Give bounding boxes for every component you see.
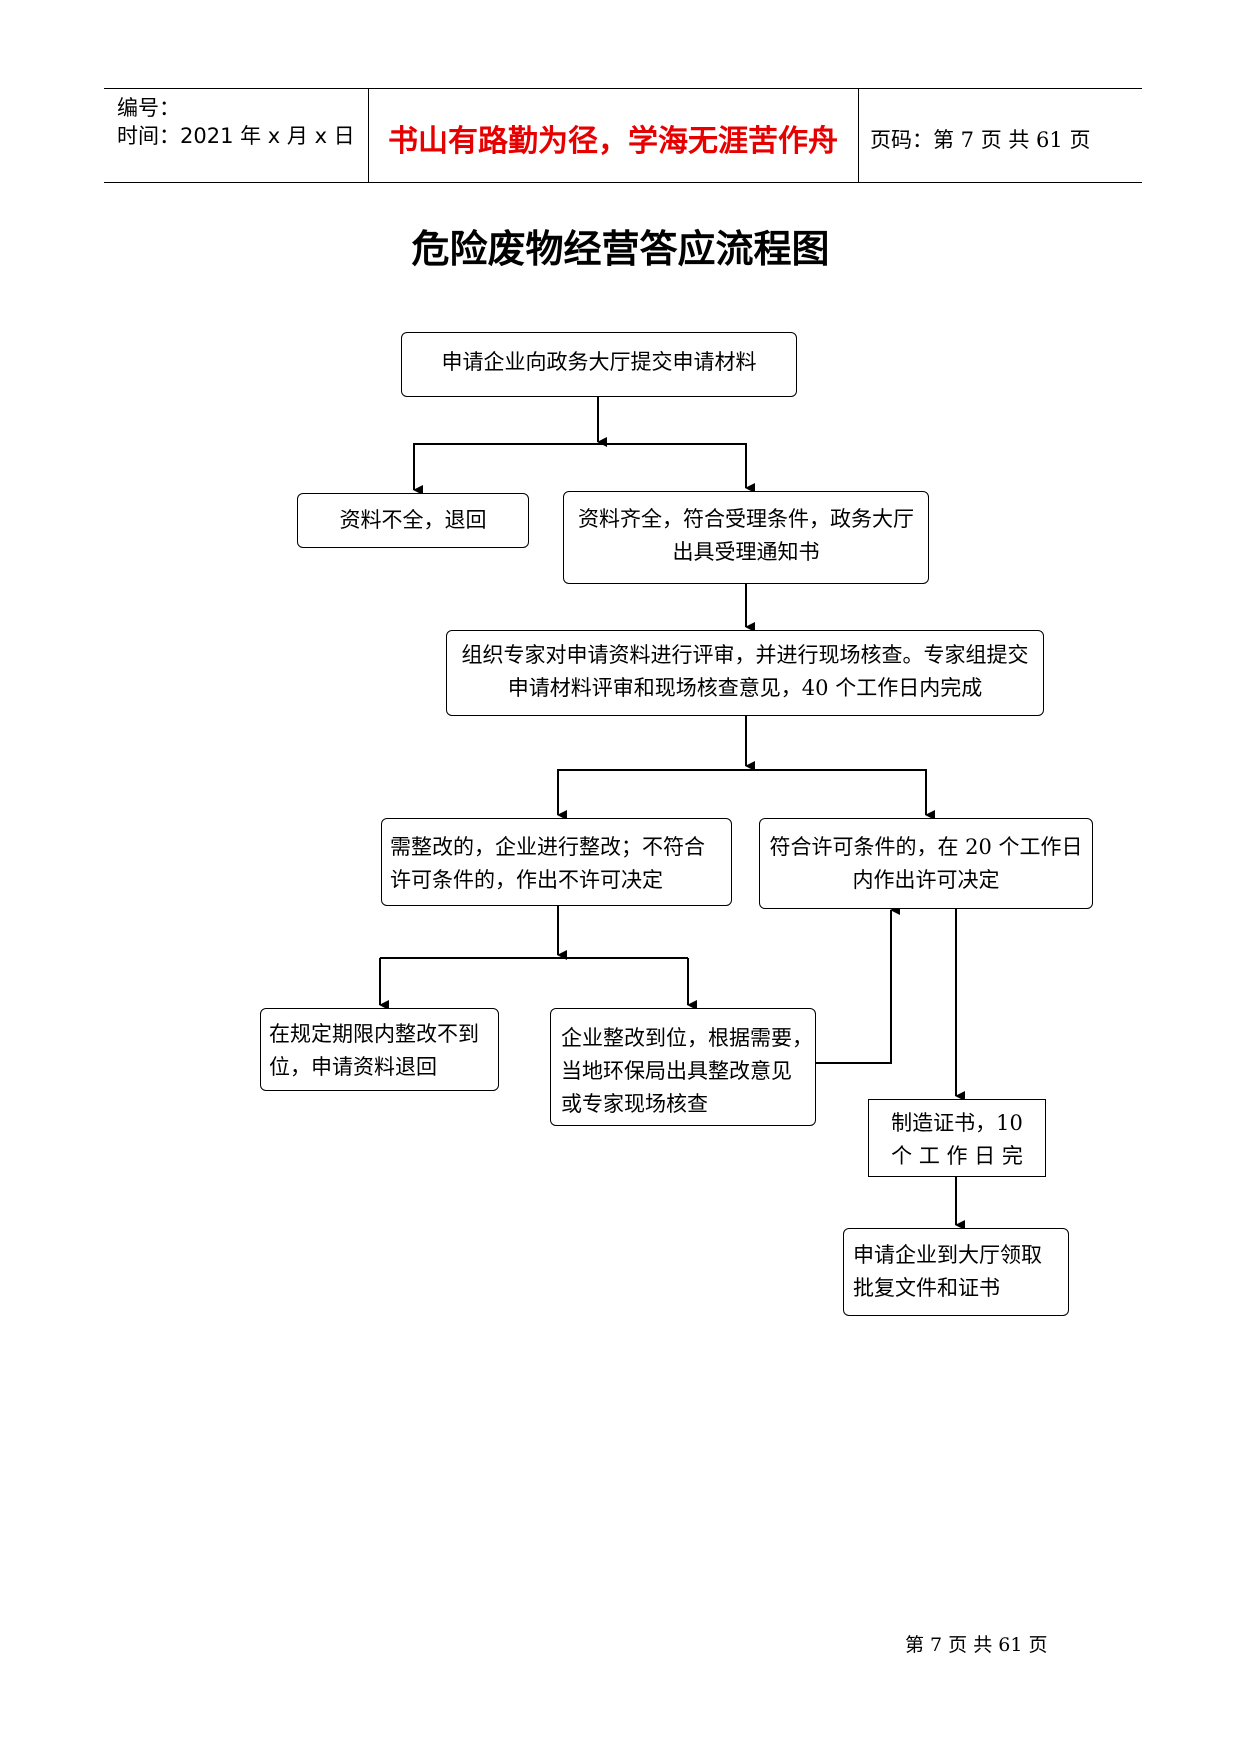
rectified-text-1: 企业整改到位，根据需要， [561,1026,813,1050]
split-bar-1 [413,443,747,452]
incomplete-box: 资料不全，退回 [297,493,529,548]
page-title: 危险废物经营答应流程图 [411,227,830,271]
header-page-label: 页码：第 7 页 共 61 页 [870,128,1091,152]
submit-box: 申请企业向政务大厅提交申请材料 [401,332,797,397]
review-box: 组织专家对申请资料进行评审，并进行现场核查。专家组提交 申请材料评审和现场核查意… [446,630,1044,716]
header-number-label: 编号： [117,96,180,120]
complete-text-1: 资料齐全，符合受理条件，政务大厅 [578,507,914,531]
collect-box: 申请企业到大厅领取 批复文件和证书 [843,1228,1069,1316]
header-motto: 书山有路勤为径，学海无涯苦作舟 [388,124,838,159]
rectified-text-2: 当地环保局出具整改意见 [561,1059,792,1083]
certificate-text-1: 制造证书，10 [891,1111,1023,1135]
complete-text-2: 出具受理通知书 [672,540,820,564]
approve-box: 符合许可条件的，在 20 个工作日 内作出许可决定 [759,818,1093,909]
header-divider-2 [858,88,859,183]
header-divider-1 [368,88,369,183]
incomplete-text: 资料不全，退回 [339,508,487,532]
header-top-rule [104,88,1142,89]
page-footer: 第 7 页 共 61 页 [905,1634,1048,1656]
split-bar-2 [557,769,927,772]
collect-text-1: 申请企业到大厅领取 [853,1243,1042,1267]
submit-text: 申请企业向政务大厅提交申请材料 [441,350,757,374]
header-time-label: 时间：2021 年 x 月 x 日 [117,124,355,148]
rectify-text-1: 需整改的，企业进行整改；不符合 [390,835,705,859]
rectified-box: 企业整改到位，根据需要， 当地环保局出具整改意见 或专家现场核查 [550,1008,816,1126]
rectified-text-3: 或专家现场核查 [561,1092,708,1116]
arrow-rectified-to-approve [815,905,900,1064]
overdue-text-2: 位，申请资料退回 [269,1055,437,1079]
overdue-box: 在规定期限内整改不到 位，申请资料退回 [260,1008,499,1091]
review-text-1: 组织专家对申请资料进行评审，并进行现场核查。专家组提交 [461,643,1029,667]
overdue-text-1: 在规定期限内整改不到 [269,1022,479,1046]
certificate-box: 制造证书，10 个 工 作 日 完 [868,1099,1046,1177]
rectify-text-2: 许可条件的，作出不许可决定 [390,868,663,892]
approve-text-2: 内作出许可决定 [852,868,1000,892]
complete-box: 资料齐全，符合受理条件，政务大厅 出具受理通知书 [563,491,929,584]
rectify-box: 需整改的，企业进行整改；不符合 许可条件的，作出不许可决定 [381,818,732,906]
review-text-2: 申请材料评审和现场核查意见，40 个工作日内完成 [507,676,983,700]
collect-text-2: 批复文件和证书 [853,1276,1000,1300]
certificate-text-2: 个 工 作 日 完 [891,1144,1023,1168]
header-bottom-rule [104,182,1142,183]
approve-text-1: 符合许可条件的，在 20 个工作日 [769,835,1083,859]
